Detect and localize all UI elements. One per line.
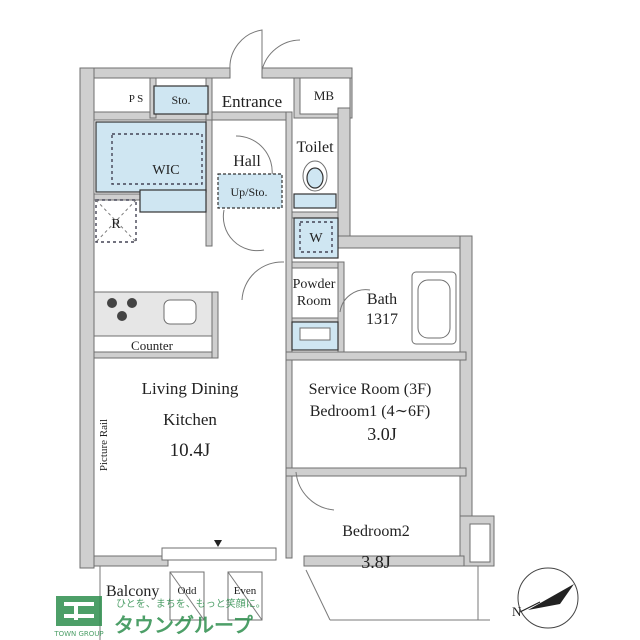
logo-tagline: ひとを、まちを、もっと笑顔に。	[116, 597, 266, 610]
picture-rail-label: Picture Rail	[98, 419, 110, 471]
wic-box	[95, 121, 207, 193]
w-label: W	[309, 231, 323, 246]
wic-label: WIC	[152, 163, 179, 178]
bath-label: Bath	[367, 291, 397, 308]
fixtures	[93, 85, 457, 621]
service-room-label-2: Bedroom1 (4∼6F)	[310, 403, 431, 420]
even-label: Even	[234, 585, 257, 597]
entry-marker	[214, 540, 222, 547]
ldk-label-1: Living Dining	[142, 379, 239, 398]
powder-room-label-2: Room	[297, 294, 331, 309]
up-sto-box	[217, 173, 283, 209]
logo-company-en: TOWN GROUP	[53, 630, 103, 638]
up-sto-label: Up/Sto.	[230, 185, 267, 199]
ldk-size-label: 10.4J	[170, 440, 211, 461]
bedroom2-label: Bedroom2	[342, 523, 410, 540]
bedroom2-size-label: 3.8J	[361, 552, 391, 572]
hall-label: Hall	[233, 153, 261, 170]
mb-label: MB	[314, 88, 335, 103]
room-labels: P S Sto. Entrance MB WIC Hall Up/Sto. To…	[98, 88, 431, 600]
service-room-label-1: Service Room (3F)	[309, 381, 432, 398]
storage-box	[153, 85, 209, 115]
balcony-label: Balcony	[106, 583, 159, 600]
r-label: R	[111, 217, 121, 232]
ps-label: P S	[129, 93, 144, 105]
fridge-space	[95, 199, 137, 243]
entrance-label: Entrance	[222, 92, 282, 111]
toilet-label: Toilet	[296, 139, 334, 156]
powder-room-label-1: Powder	[293, 277, 336, 292]
odd-label: Odd	[178, 585, 197, 597]
service-room-size-label: 3.0J	[367, 424, 397, 444]
compass-north-label: N	[512, 604, 522, 619]
bath-size-label: 1317	[366, 311, 398, 328]
compass-icon: N	[512, 567, 579, 629]
ldk-label-2: Kitchen	[163, 410, 217, 429]
counter-label: Counter	[131, 338, 174, 353]
outer-walls	[79, 67, 495, 640]
logo-company-jp: タウングループ	[114, 613, 254, 637]
company-logo: TOWN GROUP ひとを、まちを、もっと笑顔に。 タウングループ	[53, 596, 266, 638]
inner-walls	[93, 77, 467, 559]
sto-label: Sto.	[171, 93, 190, 107]
doors	[222, 29, 371, 511]
